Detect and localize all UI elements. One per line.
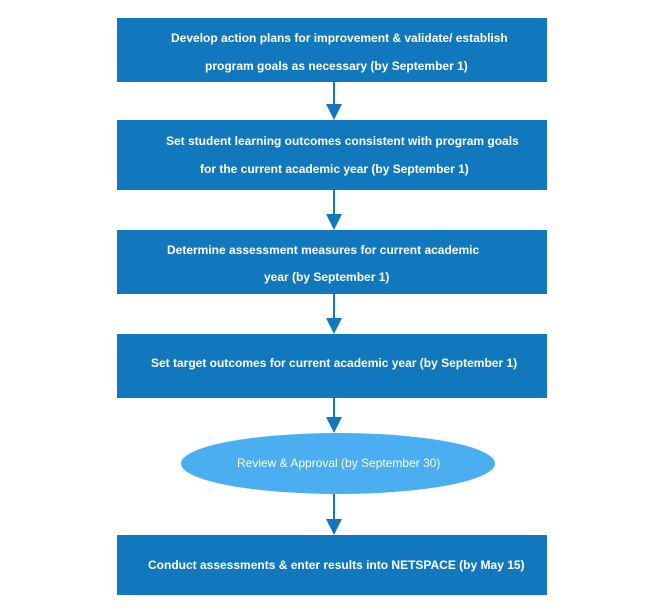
step-3-line-2: year (by September 1) [264,270,390,284]
step-4-line-1: Set target outcomes for current academic… [151,356,518,370]
step-2-line-2: for the current academic year (by Septem… [200,162,469,176]
step-2-line-1: Set student learning outcomes consistent… [166,134,519,148]
step-review-approval: Review & Approval (by September 30) [181,433,495,494]
step-determine-measures: Determine assessment measures for curren… [117,230,547,294]
step-conduct-assessments: Conduct assessments & enter results into… [117,535,547,595]
step-3-line-1: Determine assessment measures for curren… [167,243,480,257]
step-set-target-outcomes: Set target outcomes for current academic… [117,334,547,398]
step-1-line-1: Develop action plans for improvement & v… [171,31,508,45]
step-5-line-1: Review & Approval (by September 30) [237,456,441,470]
step-develop-action-plans: Develop action plans for improvement & v… [117,18,547,82]
step-6-line-1: Conduct assessments & enter results into… [148,558,525,572]
step-1-line-2: program goals as necessary (by September… [205,59,468,73]
step-set-learning-outcomes: Set student learning outcomes consistent… [117,120,547,190]
